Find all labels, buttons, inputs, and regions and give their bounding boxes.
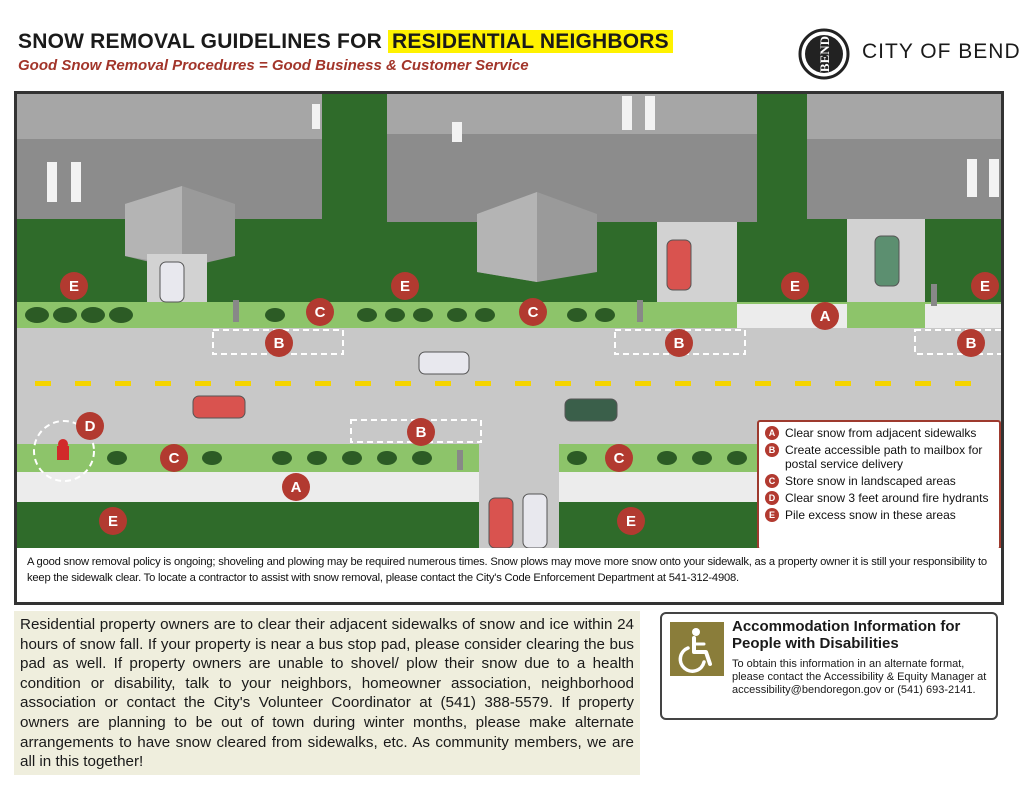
legend-text: Pile excess snow in these areas: [785, 508, 956, 522]
legend-item: B Create accessible path to mailbox for p…: [765, 443, 993, 471]
illustration-note: A good snow removal policy is ongoing; s…: [17, 548, 1001, 602]
svg-text:E: E: [400, 278, 410, 295]
legend-item: D Clear snow 3 feet around fire hydrants: [765, 491, 993, 505]
map-label-b: B: [265, 329, 293, 357]
page-subtitle: Good Snow Removal Procedures = Good Busi…: [18, 57, 529, 74]
legend: A Clear snow from adjacent sidewalks B Cre…: [757, 420, 1001, 550]
map-label-e: E: [617, 507, 645, 535]
page-title: SNOW REMOVAL GUIDELINES FOR RESIDENTIAL …: [18, 30, 673, 54]
legend-badge-c: C: [765, 474, 779, 488]
svg-text:E: E: [626, 513, 636, 530]
svg-text:C: C: [528, 304, 539, 321]
map-label-c: C: [605, 444, 633, 472]
svg-text:B: B: [274, 335, 285, 352]
map-label-d: D: [76, 412, 104, 440]
map-label-c: C: [160, 444, 188, 472]
legend-badge-e: E: [765, 508, 779, 522]
legend-item: E Pile excess snow in these areas: [765, 508, 993, 522]
neighborhood-map: E E E E C C A B B B B D C C A E E: [17, 94, 1001, 554]
house-right: [807, 94, 1001, 219]
svg-text:A: A: [820, 308, 831, 325]
svg-text:B: B: [966, 335, 977, 352]
svg-text:D: D: [85, 418, 96, 435]
house-left: [17, 94, 322, 269]
title-prefix: SNOW REMOVAL GUIDELINES FOR: [18, 30, 389, 53]
legend-badge-b: B: [765, 443, 779, 457]
svg-text:A: A: [291, 479, 302, 496]
wheelchair-icon: [670, 622, 724, 676]
svg-text:E: E: [790, 278, 800, 295]
house-middle: [387, 94, 757, 282]
svg-text:B: B: [416, 424, 427, 441]
map-label-e: E: [391, 272, 419, 300]
residential-guidelines-text: Residential property owners are to clear…: [14, 611, 640, 775]
legend-text: Store snow in landscaped areas: [785, 474, 956, 488]
map-label-b: B: [665, 329, 693, 357]
map-label-a: A: [811, 302, 839, 330]
accommodation-box: Accommodation Information for People wit…: [660, 612, 998, 720]
legend-text: Clear snow from adjacent sidewalks: [785, 426, 977, 440]
map-label-c: C: [519, 298, 547, 326]
legend-badge-a: A: [765, 426, 779, 440]
map-label-a: A: [282, 473, 310, 501]
city-logo: BEND: [798, 28, 850, 80]
legend-item: A Clear snow from adjacent sidewalks: [765, 426, 993, 440]
svg-text:B: B: [674, 335, 685, 352]
svg-text:C: C: [614, 450, 625, 467]
map-label-b: B: [957, 329, 985, 357]
fire-hydrant-icon: [57, 439, 69, 460]
accommodation-body: To obtain this information in an alterna…: [732, 658, 987, 696]
map-label-e: E: [781, 272, 809, 300]
legend-text: Create accessible path to mailbox for po…: [785, 443, 983, 471]
map-label-e: E: [60, 272, 88, 300]
neighborhood-illustration: E E E E C C A B B B B D C C A E E A Clear…: [14, 91, 1004, 605]
svg-text:E: E: [980, 278, 990, 295]
map-label-e: E: [99, 507, 127, 535]
svg-text:C: C: [169, 450, 180, 467]
map-label-e: E: [971, 272, 999, 300]
svg-text:E: E: [108, 513, 118, 530]
svg-text:BEND: BEND: [817, 36, 832, 72]
title-highlight: RESIDENTIAL NEIGHBORS: [388, 30, 673, 53]
map-label-c: C: [306, 298, 334, 326]
legend-item: C Store snow in landscaped areas: [765, 474, 993, 488]
svg-text:C: C: [315, 304, 326, 321]
city-name: CITY OF BEND: [862, 40, 1021, 63]
legend-text: Clear snow 3 feet around fire hydrants: [785, 491, 989, 505]
accommodation-title: Accommodation Information for People wit…: [732, 618, 961, 652]
map-label-b: B: [407, 418, 435, 446]
legend-badge-d: D: [765, 491, 779, 505]
svg-text:E: E: [69, 278, 79, 295]
